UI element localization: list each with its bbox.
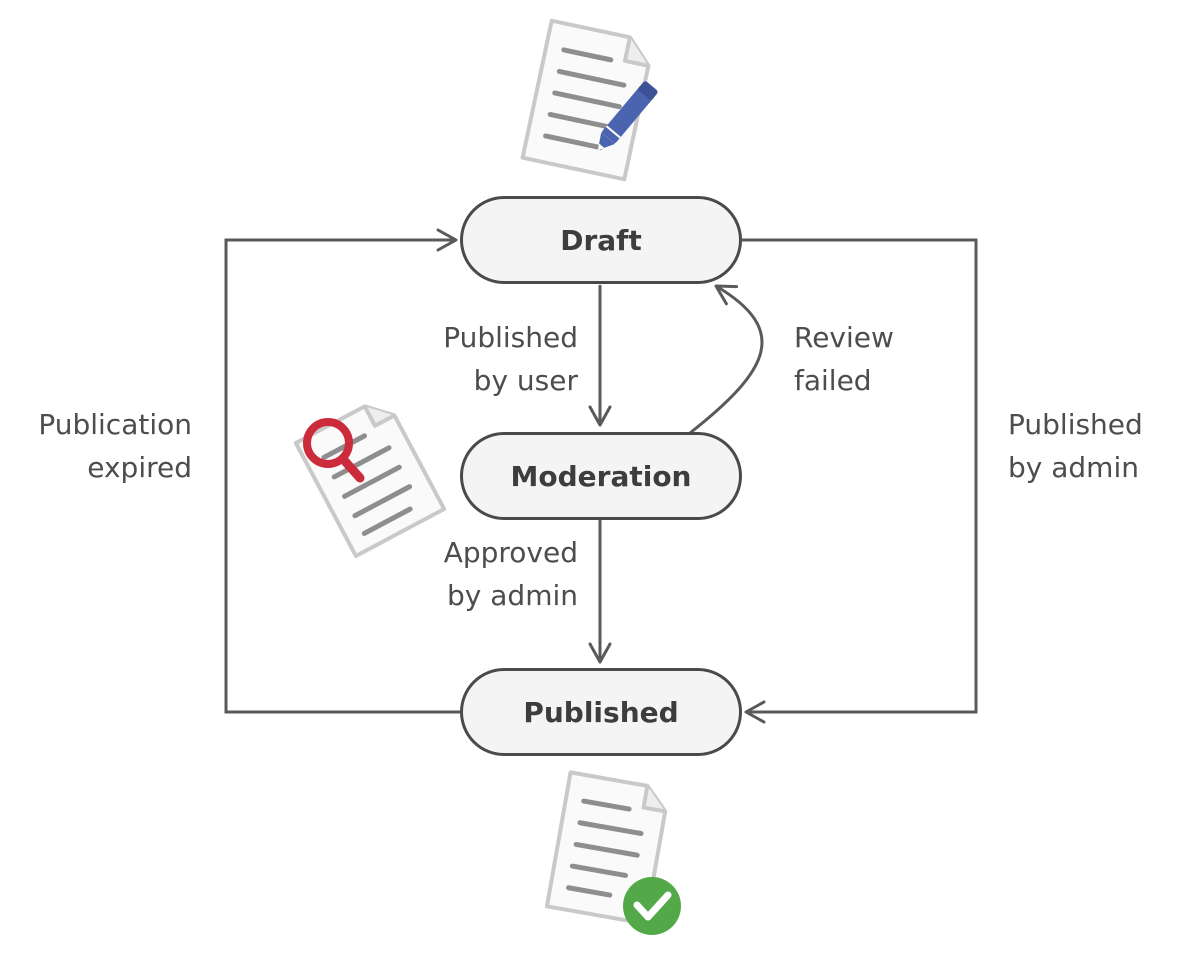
label-line: by user — [473, 364, 578, 397]
label-review-failed: Review failed — [794, 316, 894, 402]
edge-publication-expired — [224, 228, 460, 714]
label-line: by admin — [447, 579, 578, 612]
label-published-by-admin: Published by admin — [1008, 403, 1143, 489]
state-draft: Draft — [460, 196, 742, 284]
document-checkmark-icon — [544, 770, 681, 935]
edge-published-by-admin — [742, 238, 978, 724]
label-line: Published — [443, 321, 578, 354]
edge-review-failed — [689, 284, 764, 435]
state-moderation: Moderation — [460, 432, 742, 520]
label-line: failed — [794, 364, 872, 397]
label-line: Published — [1008, 408, 1143, 441]
label-line: by admin — [1008, 451, 1139, 484]
label-line: expired — [87, 451, 192, 484]
label-published-by-user: Published by user — [443, 316, 578, 402]
document-pencil-icon — [520, 18, 658, 182]
document-magnifier-icon — [293, 404, 447, 558]
state-published: Published — [460, 668, 742, 756]
label-publication-expired: Publication expired — [38, 403, 192, 489]
label-line: Review — [794, 321, 894, 354]
label-line: Publication — [38, 408, 192, 441]
label-approved-by-admin: Approved by admin — [444, 531, 578, 617]
label-line: Approved — [443, 536, 578, 569]
